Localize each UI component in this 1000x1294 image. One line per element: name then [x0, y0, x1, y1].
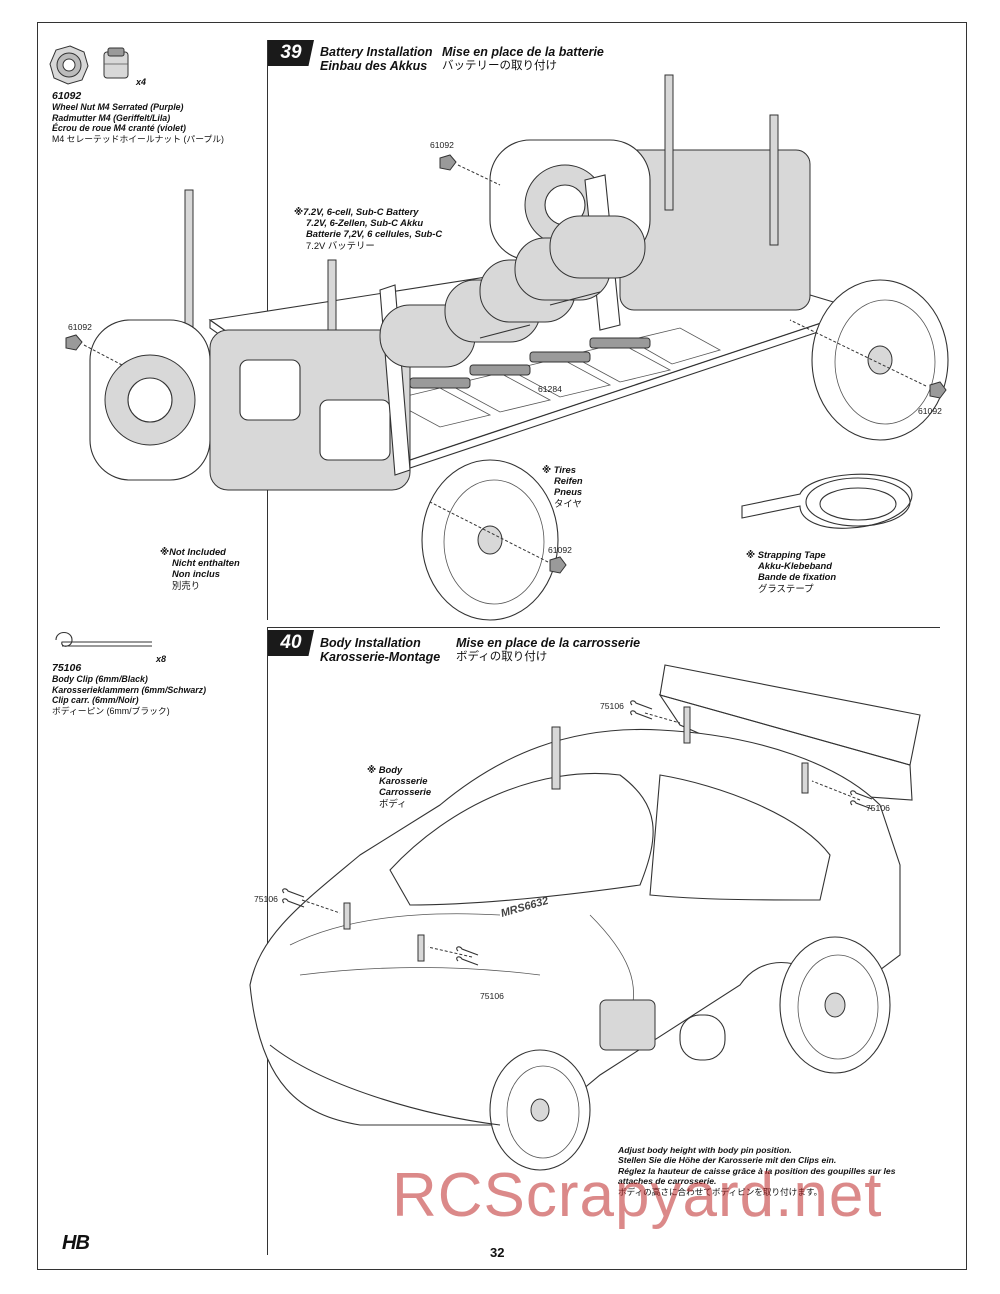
body-clip-icon — [55, 631, 152, 647]
adjust-note-fr-2: attaches de carrosserie. — [618, 1176, 717, 1187]
adjust-note-jp: ボディの高さに合わせてボディピンを取り付けます。 — [618, 1186, 823, 1197]
strapping-tape-icon — [741, 473, 913, 529]
step-39-badge: 39 — [268, 40, 314, 66]
callout-clip-wing: 75106 — [600, 701, 624, 711]
step-40-title-fr: Mise en place de la carrosserie — [456, 636, 641, 650]
wheel-nut-icon — [49, 45, 129, 85]
callout-nut-right: 61092 — [918, 406, 942, 416]
callout-clip-rear: 75106 — [866, 803, 890, 813]
step-40-title-jp: ボディの取り付け — [456, 651, 548, 663]
battery-note: ※7.2V, 6-cell, Sub-C Battery 7.2V, 6-Zel… — [294, 206, 442, 251]
body-clip-part-info: 75106 Body Clip (6mm/Black) Karosseriekl… — [52, 662, 262, 716]
body-clip-name-en: Body Clip (6mm/Black) — [52, 674, 148, 684]
tires-note: ※ Tires Reifen Pneus タイヤ — [542, 464, 583, 509]
brand-logo-text: HB — [62, 1232, 90, 1254]
watermark: RCScrapyard.net — [392, 1161, 883, 1230]
battery-note-en: ※7.2V, 6-cell, Sub-C Battery — [294, 206, 419, 217]
tape-note-jp: グラステープ — [758, 582, 814, 594]
column-divider-bottom — [267, 627, 268, 1255]
wheel-nut-part-number: 61092 — [52, 90, 82, 102]
wheel-nut-qty: x4 — [136, 77, 147, 87]
not-included-note: ※Not Included Nicht enthalten Non inclus… — [160, 546, 240, 591]
tires-note-fr: Pneus — [554, 486, 583, 498]
tape-note-en: ※ Strapping Tape — [746, 549, 826, 560]
battery-note-jp: 7.2V バッテリー — [306, 239, 375, 251]
not-included-en: ※Not Included — [160, 546, 226, 557]
adjust-note-de: Stellen Sie die Höhe der Karosserie mit … — [618, 1155, 837, 1166]
page-frame — [37, 22, 967, 1270]
tape-note-fr: Bande de fixation — [758, 571, 837, 583]
tires-note-de: Reifen — [554, 475, 583, 487]
body-clip-name-jp: ボディーピン (6mm/ブラック) — [52, 705, 170, 716]
callout-nut-front: 61092 — [548, 545, 572, 555]
body-note-fr: Carrosserie — [379, 786, 432, 798]
tape-note: ※ Strapping Tape Akku-Klebeband Bande de… — [746, 549, 836, 594]
wheel-nut-name-en: Wheel Nut M4 Serrated (Purple) — [52, 102, 184, 112]
wheel-nut-name-jp: M4 セレーテッドホイールナット (パープル) — [52, 133, 224, 144]
body-note: ※ Body Karosserie Carrosserie ボディ — [367, 764, 431, 809]
battery-note-fr: Batterie 7,2V, 6 cellules, Sub-C — [306, 228, 443, 240]
step-40-body-illustration: MRS6632 — [249, 664, 921, 1171]
body-note-de: Karosserie — [379, 775, 428, 787]
not-included-jp: 別売り — [172, 579, 201, 591]
adjust-note-en: Adjust body height with body pin positio… — [618, 1145, 792, 1155]
callout-nut-top: 61092 — [430, 140, 454, 150]
step-40-title-de: Karosserie-Montage — [320, 650, 441, 664]
not-included-fr: Non inclus — [172, 568, 220, 580]
body-note-jp: ボディ — [379, 797, 407, 809]
step-39-title-fr: Mise en place de la batterie — [442, 45, 604, 59]
brand-logo: HB — [62, 1232, 90, 1255]
adjust-note: Adjust body height with body pin positio… — [618, 1145, 938, 1197]
wheel-nut-name-fr: Écrou de roue M4 cranté (violet) — [52, 123, 186, 134]
callout-nut-left: 61092 — [68, 322, 92, 332]
battery-note-de: 7.2V, 6-Zellen, Sub-C Akku — [306, 217, 424, 229]
step-40-title-en: Body Installation — [320, 636, 421, 650]
body-clip-qty: x8 — [156, 654, 167, 664]
callout-battery-holder: 61284 — [538, 384, 562, 394]
tape-note-de: Akku-Klebeband — [758, 560, 832, 572]
callout-clip-front-right: 75106 — [480, 991, 504, 1001]
wheel-nut-name-de: Radmutter M4 (Geriffelt/Lila) — [52, 112, 171, 123]
wheel-nut-part-info: 61092 Wheel Nut M4 Serrated (Purple) Rad… — [52, 90, 262, 144]
body-clip-name-de: Karosserieklammern (6mm/Schwarz) — [52, 684, 207, 695]
step-39-title-jp: バッテリーの取り付け — [442, 60, 557, 72]
tires-note-jp: タイヤ — [554, 497, 582, 509]
body-clip-part-number: 75106 — [52, 662, 82, 674]
section-divider — [267, 627, 940, 628]
adjust-note-fr-1: Réglez la hauteur de caisse grâce à la p… — [618, 1165, 896, 1176]
tires-note-en: ※ Tires — [542, 464, 576, 475]
not-included-de: Nicht enthalten — [172, 557, 240, 569]
step-39-chassis-illustration — [65, 74, 949, 621]
body-clip-name-fr: Clip carr. (6mm/Noir) — [52, 695, 139, 706]
step-39-title-en: Battery Installation — [320, 45, 433, 59]
step-39-title-de: Einbau des Akkus — [320, 59, 428, 73]
body-note-en: ※ Body — [367, 764, 403, 775]
page-number: 32 — [490, 1245, 505, 1260]
callout-clip-front-left: 75106 — [254, 894, 278, 904]
step-40-badge: 40 — [268, 630, 314, 656]
